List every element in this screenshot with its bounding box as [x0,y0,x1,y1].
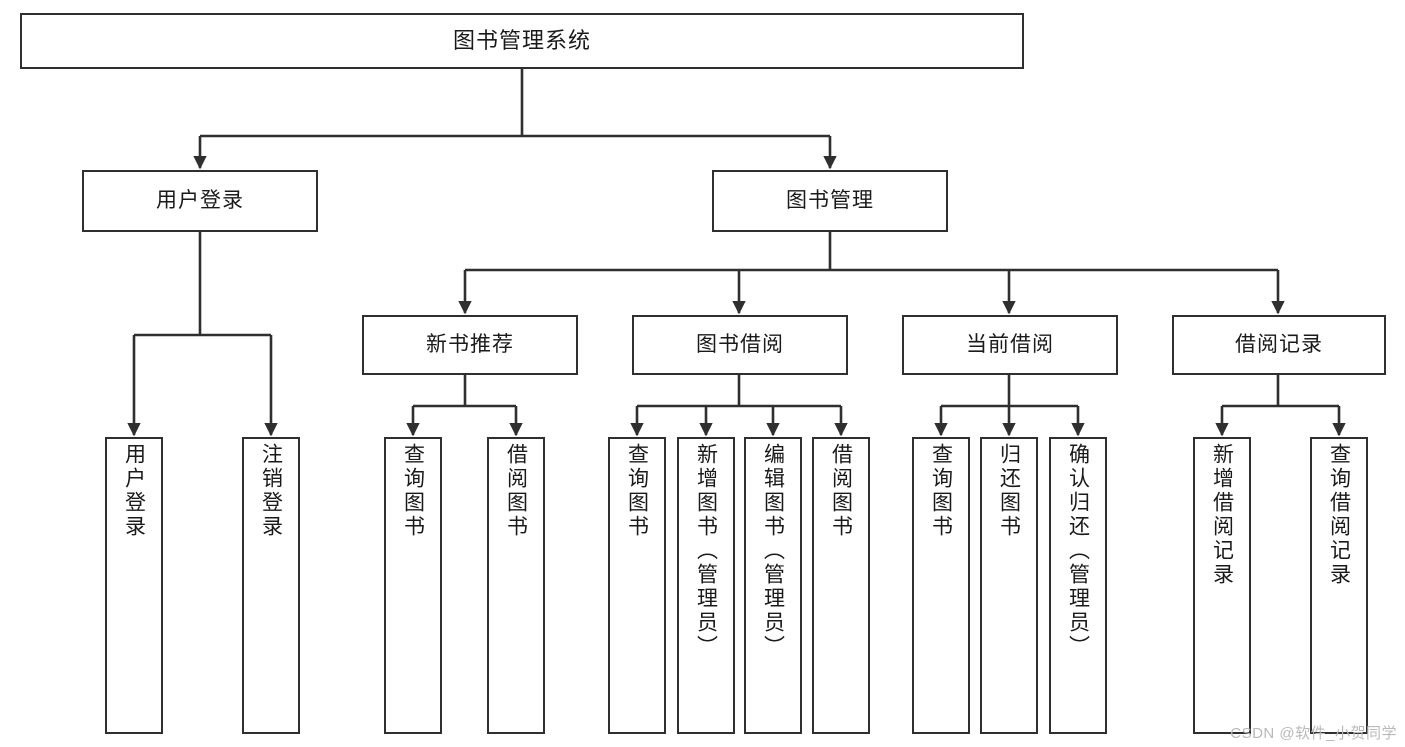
node-user-login-label: 用户登录 [156,188,244,212]
node-user-login[interactable]: 用户登录 [82,170,318,232]
node-leaf-query-book-3[interactable]: 查询图书 [912,437,970,734]
node-leaf-query-book-1-label: 查询图书 [401,443,425,539]
node-leaf-query-record-label: 查询借阅记录 [1327,443,1351,587]
node-leaf-query-book-3-label: 查询图书 [929,443,953,539]
node-leaf-logout-label: 注销登录 [259,443,283,539]
node-leaf-borrow-book-2-label: 借阅图书 [829,443,853,539]
node-borrow-record-label: 借阅记录 [1235,332,1323,356]
node-leaf-edit-book[interactable]: 编辑图书（管理员） [744,437,802,734]
node-book-borrow[interactable]: 图书借阅 [632,315,848,375]
node-root[interactable]: 图书管理系统 [20,13,1024,69]
node-new-book-recommend[interactable]: 新书推荐 [362,315,578,375]
node-book-borrow-label: 图书借阅 [696,332,784,356]
node-leaf-query-book-2[interactable]: 查询图书 [608,437,666,734]
node-leaf-query-book-1[interactable]: 查询图书 [384,437,442,734]
csdn-watermark: CSDN @软件_小贺同学 [1230,725,1397,742]
node-leaf-add-record-label: 新增借阅记录 [1210,443,1234,587]
node-leaf-confirm-return-label: 确认归还（管理员） [1066,443,1090,659]
node-leaf-borrow-book-1-label: 借阅图书 [504,443,528,539]
node-leaf-return-book-label: 归还图书 [997,443,1021,539]
node-leaf-confirm-return[interactable]: 确认归还（管理员） [1049,437,1107,734]
node-new-book-recommend-label: 新书推荐 [426,332,514,356]
node-leaf-query-record[interactable]: 查询借阅记录 [1310,437,1368,734]
node-leaf-logout[interactable]: 注销登录 [242,437,300,734]
node-leaf-user-login[interactable]: 用户登录 [105,437,163,734]
node-leaf-borrow-book-2[interactable]: 借阅图书 [812,437,870,734]
node-leaf-add-book[interactable]: 新增图书（管理员） [677,437,735,734]
node-book-management-label: 图书管理 [786,188,874,212]
node-leaf-user-login-label: 用户登录 [122,443,146,539]
node-current-borrow-label: 当前借阅 [966,332,1054,356]
node-root-label: 图书管理系统 [452,28,591,54]
node-leaf-add-record[interactable]: 新增借阅记录 [1193,437,1251,734]
node-leaf-add-book-label: 新增图书（管理员） [694,443,718,659]
node-leaf-return-book[interactable]: 归还图书 [980,437,1038,734]
node-leaf-borrow-book-1[interactable]: 借阅图书 [487,437,545,734]
node-borrow-record[interactable]: 借阅记录 [1172,315,1386,375]
node-leaf-edit-book-label: 编辑图书（管理员） [761,443,785,659]
node-leaf-query-book-2-label: 查询图书 [625,443,649,539]
node-book-management[interactable]: 图书管理 [712,170,948,232]
node-current-borrow[interactable]: 当前借阅 [902,315,1118,375]
